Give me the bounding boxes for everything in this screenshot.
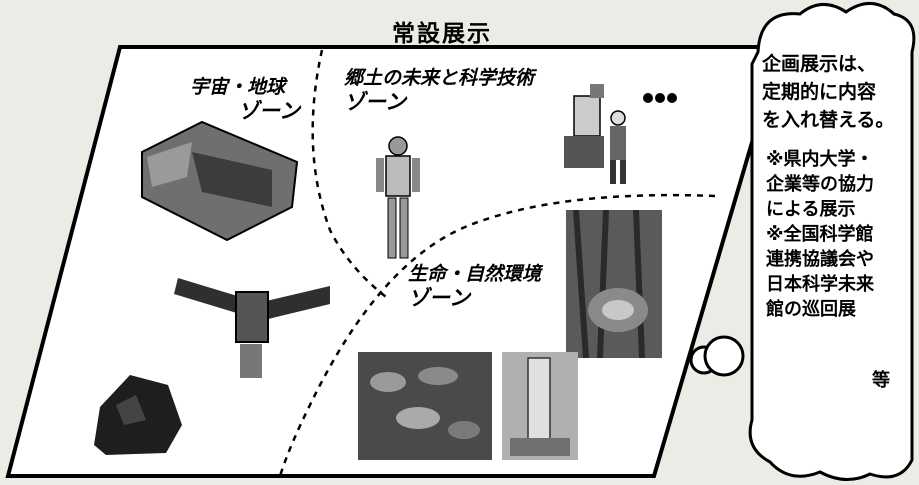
callout-tail-text: 等 [872,370,890,391]
callout-note-text: ※県内大学・ 企業等の協力 による展示 ※全国科学館 連携協議会や 日本科学未来… [766,147,874,322]
zone-divider-curve [278,193,716,477]
science-exhibit-image [564,84,677,184]
diagram-title: 常設展示 [392,21,492,47]
zone-suffix: ゾーン [408,285,470,310]
callout-line: を入れ替える。 [762,109,895,131]
callout-line: 定期的に内容 [762,81,877,103]
callout-line: 企画展示は、 [762,53,877,75]
callout-main-text: 企画展示は、 定期的に内容 を入れ替える。 [762,50,894,134]
aquatic-plants-photo [358,352,492,460]
zone-suffix: ゾーン [344,89,406,114]
zone-divider-vertical [311,49,391,301]
callout-line: 連携協議会や [766,249,874,270]
callout-line: 企業等の協力 [766,174,874,195]
zone-label-space-earth: 宇宙・地球 ゾーン [190,76,300,123]
zone-label-life-nature: 生命・自然環境 ゾーン [408,263,542,310]
zone-name: 郷土の未来と科学技術 [344,67,535,89]
zone-name: 宇宙・地球 [190,76,286,98]
callout-line: ※県内大学・ [766,149,874,170]
zone-suffix: ゾーン [238,98,300,123]
zone-label-future-technology: 郷土の未来と科学技術 ゾーン [344,67,535,114]
forest-photo [566,210,662,358]
meteorite-image [94,375,182,455]
terrain-model-image [141,120,299,242]
zone-name: 生命・自然環境 [408,263,542,285]
callout-line: 日本科学未来 [766,274,874,295]
stone-pillar-photo [502,352,578,460]
robot-image [376,136,420,259]
satellite-image [174,278,330,378]
callout-line: による展示 [766,199,856,220]
callout-line: ※全国科学館 [766,224,874,245]
callout-line: 館の巡回展 [766,299,856,320]
